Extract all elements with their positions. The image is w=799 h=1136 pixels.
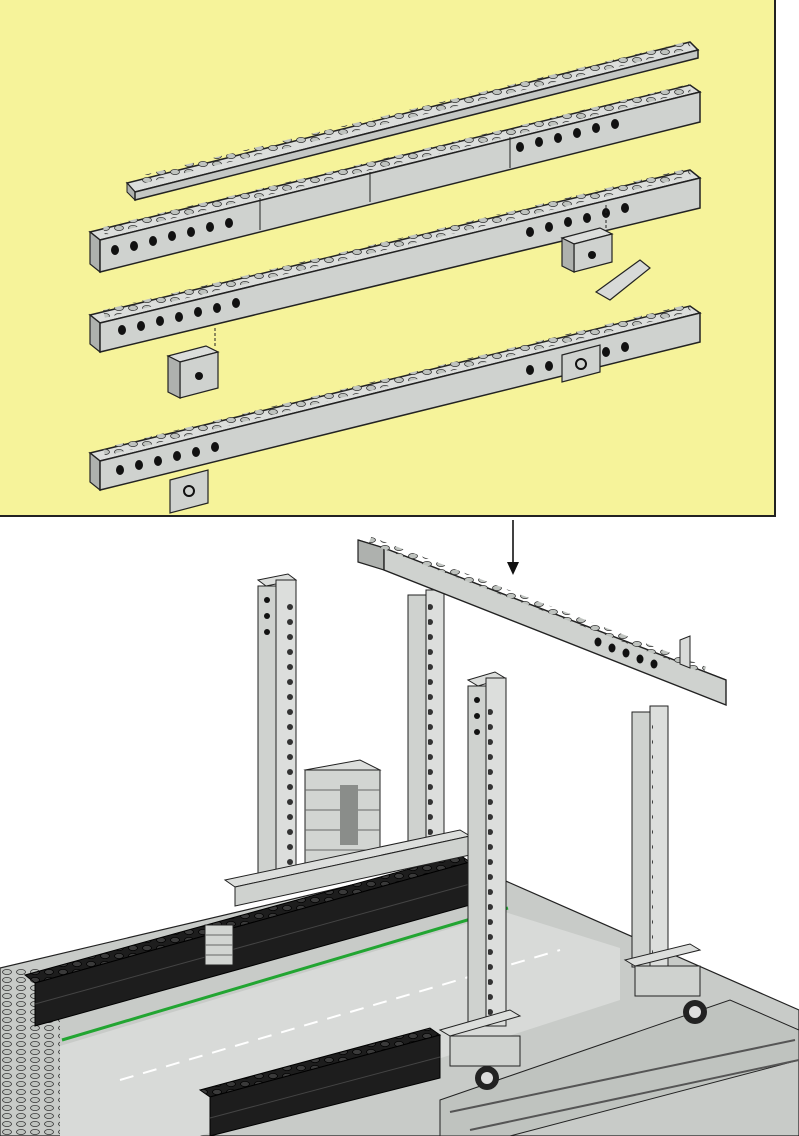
trolley-left (438, 1009, 522, 1090)
substep-4-beam (88, 259, 702, 514)
pillar-back-right (407, 589, 445, 846)
substep-2-beam (88, 84, 702, 274)
wall-small-brick (204, 924, 234, 966)
pillar-front-right (631, 705, 669, 968)
substep-3-beam (88, 168, 702, 354)
trolley-right (623, 943, 707, 1024)
gantry-beam (357, 536, 727, 707)
pillar-base-blocks (223, 829, 472, 907)
substep-1-plate (125, 41, 700, 202)
pillar-front-left (466, 671, 507, 1027)
pillar-back-left (256, 573, 298, 877)
stacked-bricks (303, 759, 382, 871)
rail-track (439, 999, 799, 1136)
loose-brick (166, 328, 220, 399)
black-wall-back (23, 854, 472, 1027)
black-wall-front (198, 1027, 442, 1136)
arrow-down-icon (507, 520, 519, 575)
